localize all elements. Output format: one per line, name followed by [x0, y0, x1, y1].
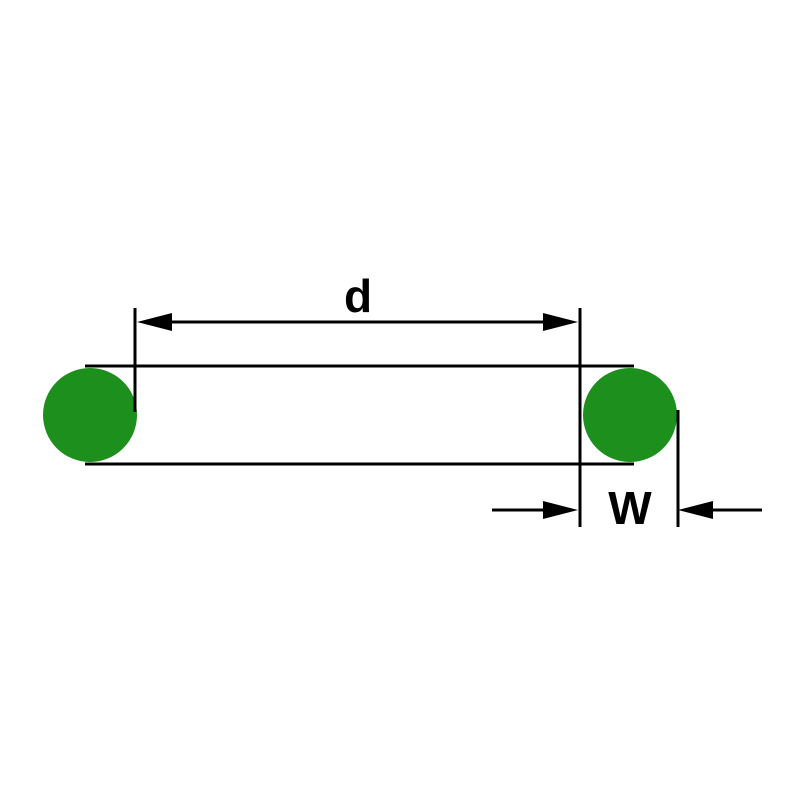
d-arrowhead-left-icon [137, 313, 172, 331]
w-arrowhead-right-icon [678, 501, 713, 519]
w-arrowhead-left-icon [543, 501, 578, 519]
oring-cross-section-left [43, 368, 137, 462]
d-arrowhead-right-icon [543, 313, 578, 331]
d-dimension-label: d [344, 270, 372, 322]
w-dimension-label: W [608, 482, 652, 534]
oring-cross-section-right [583, 368, 677, 462]
